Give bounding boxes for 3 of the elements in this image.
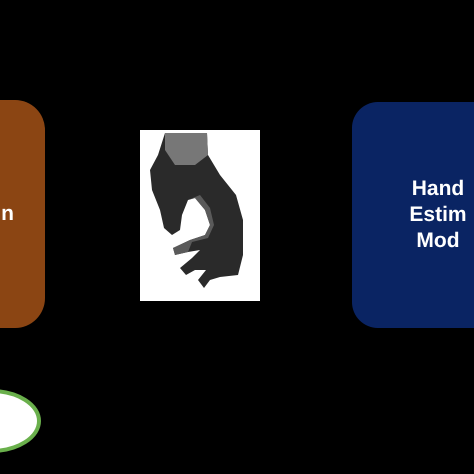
box-label: Hand Estim Mod — [408, 176, 468, 254]
box-label: n — [1, 201, 14, 227]
depth-hand-image — [140, 130, 260, 301]
